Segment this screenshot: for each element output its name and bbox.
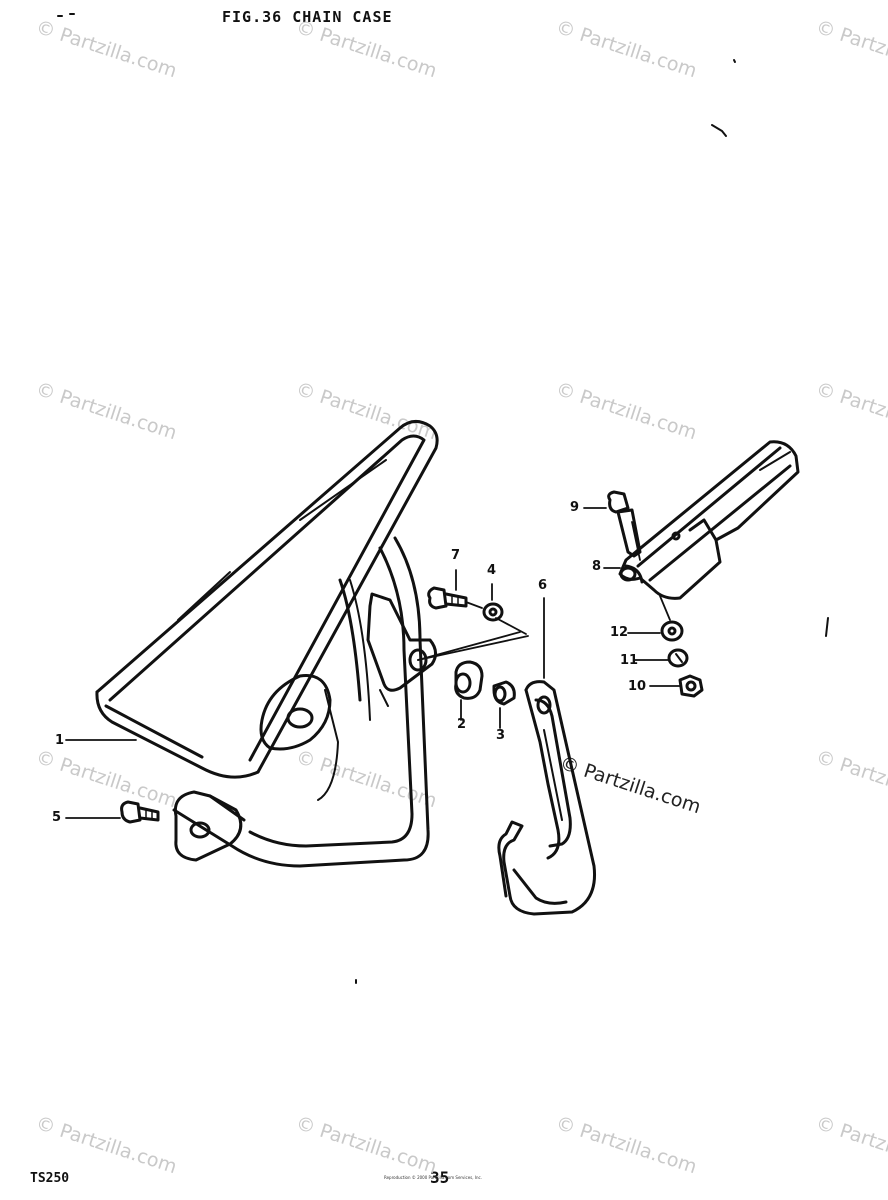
- callout-label: 7: [451, 548, 461, 563]
- callout-label: 11: [620, 653, 639, 668]
- bolt-part: [120, 800, 160, 824]
- leader-lines: [65, 507, 681, 819]
- swing-arm-part: [618, 440, 800, 600]
- collar-part: [619, 564, 644, 584]
- callout-label: 6: [538, 578, 548, 593]
- callout-label: 4: [487, 563, 497, 578]
- page-number: 35: [430, 1168, 450, 1187]
- callout-label: 8: [592, 559, 602, 574]
- callout-label: 3: [496, 728, 506, 743]
- copyright-note: Reproduction © 2000 Partzilla.com Servic…: [384, 1175, 482, 1180]
- nut-part: [678, 674, 704, 698]
- bolt-part: [607, 490, 642, 558]
- chain-case-part: [95, 420, 439, 868]
- figure-title: FIG.36 CHAIN CASE: [222, 8, 393, 26]
- bolt-part: [427, 586, 468, 610]
- callout-label: 9: [570, 500, 580, 515]
- washer-part: [482, 602, 504, 622]
- callout-label: 12: [610, 625, 629, 640]
- callout-label: 5: [52, 810, 62, 825]
- callout-label: 2: [457, 717, 467, 732]
- washer-part: [660, 620, 684, 642]
- model-code: TS250: [30, 1171, 70, 1186]
- lock-washer-part: [667, 648, 689, 668]
- callout-label: 10: [628, 679, 647, 694]
- scan-specks: [57, 13, 829, 984]
- callout-label: 1: [55, 733, 65, 748]
- cushion-part: [454, 660, 484, 700]
- chain-guide-part: [497, 680, 597, 916]
- spacer-part: [492, 680, 516, 706]
